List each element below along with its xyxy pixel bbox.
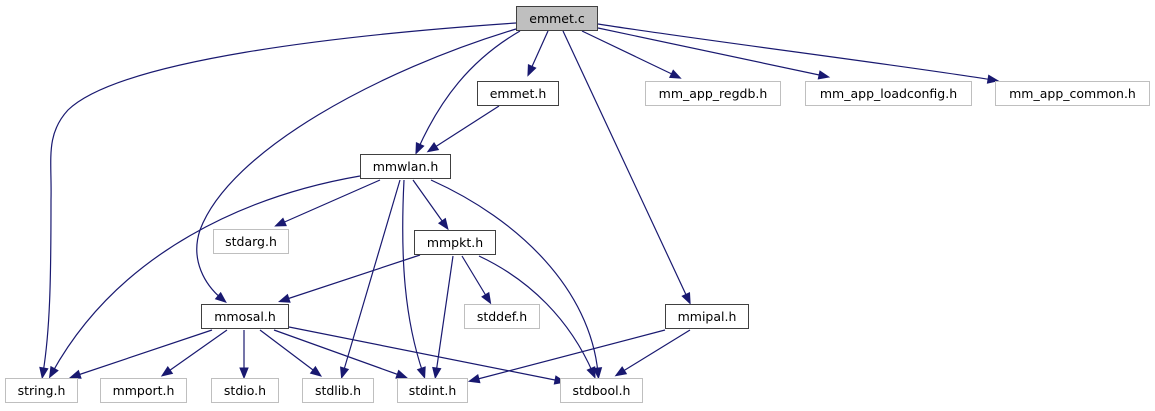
edge-mmipal_h-to-stdint_h (467, 329, 666, 384)
edge-mmwlan_h-to-stdint_h (402, 179, 426, 380)
arrowhead-icon (415, 142, 425, 155)
arrowhead-icon (309, 365, 323, 377)
edge-mmwlan_h-to-string_h (48, 175, 361, 379)
node-mmwlan-h[interactable]: mmwlan.h (360, 154, 451, 179)
edge-mmosal_h-to-stdlib_h (259, 329, 323, 377)
arrowhead-icon (592, 367, 603, 380)
edge-mmwlan_h-to-stdarg_h (274, 179, 381, 227)
node-mm-app-loadconfig-h: mm_app_loadconfig.h (805, 81, 972, 106)
edge-mmpkt_h-to-stdint_h (432, 255, 454, 380)
node-stdbool-h: stdbool.h (560, 378, 643, 403)
node-mmpkt-h[interactable]: mmpkt.h (414, 230, 496, 255)
arrowhead-icon (467, 374, 481, 384)
arrowhead-icon (274, 217, 287, 227)
edge-emmet_c-to-mmosal_h (196, 28, 517, 304)
node-mmosal-h[interactable]: mmosal.h (201, 304, 289, 329)
edge-emmet_c-to-emmet_h (527, 30, 549, 77)
node-mm-app-common-h: mm_app_common.h (995, 81, 1150, 106)
arrowhead-icon (668, 69, 682, 79)
edge-mmwlan_h-to-stdlib_h (340, 179, 401, 380)
arrowhead-icon (39, 366, 49, 380)
node-string-h: string.h (5, 378, 78, 403)
edge-emmet_c-to-mmwlan_h (415, 30, 521, 155)
edge-mmwlan_h-to-mmpkt_h (412, 179, 449, 231)
edge-mmwlan_h-to-stdbool_h (430, 179, 603, 380)
node-stdlib-h: stdlib.h (302, 378, 374, 403)
edge-emmet_c-to-string_h (39, 22, 517, 380)
node-mmport-h: mmport.h (100, 378, 187, 403)
node-emmet-h[interactable]: emmet.h (477, 81, 559, 106)
arrowhead-icon (817, 70, 831, 80)
edge-mmpkt_h-to-stdbool_h (478, 255, 596, 379)
arrowhead-icon (614, 366, 628, 377)
arrowhead-icon (395, 369, 408, 379)
arrowhead-icon (68, 369, 82, 379)
arrowhead-icon (481, 291, 492, 305)
edge-emmet_c-to-mm_app_regdb_h (581, 30, 682, 79)
arrowhead-icon (239, 367, 249, 380)
arrowhead-icon (681, 292, 691, 305)
edge-mmosal_h-to-stdio_h (239, 330, 249, 380)
edge-mmosal_h-to-mmport_h (160, 329, 228, 377)
node-mmipal-h[interactable]: mmipal.h (665, 304, 749, 329)
edge-mmpkt_h-to-mmosal_h (277, 254, 421, 303)
arrowhead-icon (416, 366, 426, 380)
node-mm-app-regdb-h: mm_app_regdb.h (645, 81, 781, 106)
edge-emmet_c-to-mmipal_h (562, 30, 691, 305)
edge-mmpkt_h-to-stddef_h (461, 255, 492, 305)
arrowhead-icon (586, 366, 596, 379)
arrowhead-icon (426, 142, 440, 153)
edge-mmosal_h-to-stdbool_h (288, 326, 567, 385)
edge-emmet_c-to-mm_app_common_h (597, 23, 1000, 84)
arrowhead-icon (527, 64, 537, 77)
node-stddef-h: stddef.h (464, 304, 540, 329)
arrowhead-icon (432, 366, 442, 380)
edge-mmosal_h-to-stdint_h (273, 329, 408, 379)
edge-mmipal_h-to-stdbool_h (614, 329, 691, 377)
arrowhead-icon (340, 366, 350, 380)
edge-emmet_h-to-mmwlan_h (426, 105, 500, 153)
edge-emmet_c-to-mm_app_loadconfig_h (597, 27, 831, 80)
node-emmet-c: emmet.c (516, 6, 598, 31)
arrowhead-icon (48, 365, 59, 379)
edge-mmosal_h-to-string_h (68, 329, 213, 379)
node-stdio-h: stdio.h (211, 378, 279, 403)
arrowhead-icon (214, 291, 227, 304)
node-stdarg-h: stdarg.h (213, 229, 289, 254)
node-stdint-h: stdint.h (397, 378, 468, 403)
arrowhead-icon (277, 293, 291, 303)
arrowhead-icon (160, 365, 174, 377)
arrowhead-icon (437, 217, 449, 231)
